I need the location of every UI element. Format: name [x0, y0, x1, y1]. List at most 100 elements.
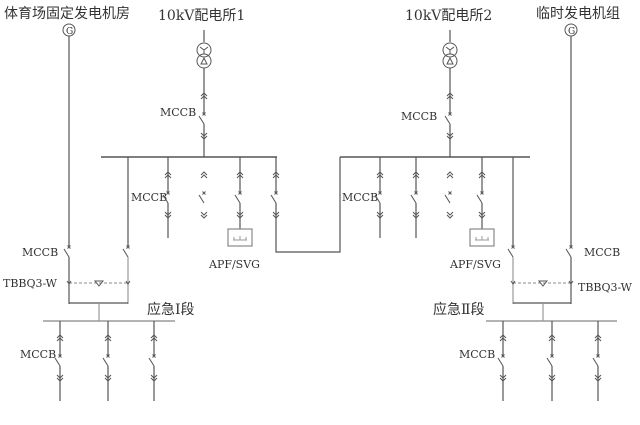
svg-text:G: G [66, 27, 73, 37]
draw-out-contact-icon [376, 211, 384, 219]
breaker-trip-mark [238, 191, 242, 195]
breaker-trip-mark [106, 354, 110, 358]
transformer-icon [442, 42, 458, 69]
draw-out-contact-icon [236, 171, 244, 179]
draw-out-contact-icon [104, 374, 112, 382]
circuit-breaker-icon [546, 357, 553, 367]
draw-out-contact-icon [104, 334, 112, 342]
apf-label: APF/SVG [208, 258, 260, 271]
breaker-trip-mark [511, 245, 515, 249]
circuit-breaker-icon [198, 115, 205, 125]
ats-label: TBBQ3-W [578, 281, 633, 294]
circuit-breaker-icon [444, 115, 451, 125]
draw-out-contact-icon [446, 171, 454, 179]
sub-left-title: 10kV配电所1 [158, 8, 245, 24]
circuit-breaker-icon [63, 248, 70, 258]
bus-tie [275, 157, 341, 253]
mccb-label: MCCB [401, 110, 437, 123]
circuit-breaker-icon [565, 248, 572, 258]
draw-out-contact-icon [478, 171, 486, 179]
draw-out-contact-icon [446, 132, 454, 140]
mccb-label: MCCB [160, 106, 196, 119]
circuit-breaker-icon [270, 194, 277, 204]
draw-out-contact-icon [548, 334, 556, 342]
draw-out-contact-icon [594, 334, 602, 342]
sub-right-title: 10kV配电所2 [405, 8, 492, 24]
draw-out-contact-icon [200, 211, 208, 219]
circuit-breaker-icon [198, 194, 205, 204]
mccb-label: MCCB [131, 191, 167, 204]
ats-label: TBBQ3-W [3, 277, 58, 290]
circuit-breaker-icon [54, 357, 61, 367]
draw-out-contact-icon [200, 132, 208, 140]
circuit-breaker-icon [444, 194, 451, 204]
draw-out-contact-icon [376, 171, 384, 179]
draw-out-contact-icon [478, 211, 486, 219]
mccb-label: MCCB [342, 191, 378, 204]
draw-out-contact-icon [164, 211, 172, 219]
breaker-group [54, 92, 602, 382]
breaker-trip-mark [166, 191, 170, 195]
breaker-trip-mark [202, 112, 206, 116]
circuit-breaker-icon [592, 357, 599, 367]
breaker-trip-mark [274, 191, 278, 195]
transformer-icon [196, 42, 212, 69]
breaker-trip-mark [596, 354, 600, 358]
apf-svg-icon [227, 228, 253, 247]
ats-contact-icon [568, 280, 574, 285]
draw-out-contact-icon [446, 211, 454, 219]
breaker-trip-mark [550, 354, 554, 358]
breaker-trip-mark [152, 354, 156, 358]
draw-out-contact-icon [200, 92, 208, 100]
mccb-label: MCCB [20, 348, 56, 361]
breaker-trip-mark [126, 245, 130, 249]
breaker-trip-mark [501, 354, 505, 358]
circuit-breaker-icon [410, 194, 417, 204]
draw-out-contact-icon [150, 374, 158, 382]
draw-out-contact-icon [499, 374, 507, 382]
circuit-breaker-icon [162, 194, 169, 204]
circuit-breaker-icon [507, 248, 514, 258]
draw-out-contact-icon [594, 374, 602, 382]
draw-out-contact-icon [272, 211, 280, 219]
draw-out-contact-icon [150, 334, 158, 342]
circuit-breaker-icon [122, 248, 129, 258]
circuit-breaker-icon [102, 357, 109, 367]
breaker-trip-mark [414, 191, 418, 195]
mccb-label: MCCB [459, 348, 495, 361]
mccb-label: MCCB [584, 246, 620, 259]
circuit-breaker-icon [476, 194, 483, 204]
section-1-label: 应急Ⅰ段 [147, 301, 195, 318]
draw-out-contact-icon [200, 171, 208, 179]
generator-icon: G [62, 23, 76, 37]
breaker-trip-mark [448, 191, 452, 195]
ats-transfer-icon [537, 280, 549, 287]
svg-text:G: G [568, 27, 575, 37]
ats-transfer-icon [93, 280, 105, 287]
generator-icon: G [564, 23, 578, 37]
circuit-breaker-icon [148, 357, 155, 367]
breaker-trip-mark [58, 354, 62, 358]
breaker-trip-mark [480, 191, 484, 195]
ats-contact-icon [510, 280, 516, 285]
ats-contact-icon [66, 280, 72, 285]
draw-out-contact-icon [272, 171, 280, 179]
gen-left-title: 体育场固定发电机房 [4, 6, 130, 22]
apf-svg-icon [469, 228, 495, 247]
breaker-trip-mark [67, 245, 71, 249]
draw-out-contact-icon [499, 334, 507, 342]
draw-out-contact-icon [236, 211, 244, 219]
breaker-trip-mark [378, 191, 382, 195]
gen-right-title: 临时发电机组 [536, 6, 620, 22]
draw-out-contact-icon [548, 374, 556, 382]
breaker-trip-mark [569, 245, 573, 249]
draw-out-contact-icon [164, 171, 172, 179]
draw-out-contact-icon [412, 171, 420, 179]
ats-contact-icon [125, 280, 131, 285]
section-2-label: 应急Ⅱ段 [433, 301, 485, 318]
draw-out-contact-icon [446, 92, 454, 100]
circuit-breaker-icon [497, 357, 504, 367]
breaker-trip-mark [202, 191, 206, 195]
breaker-trip-mark [448, 112, 452, 116]
